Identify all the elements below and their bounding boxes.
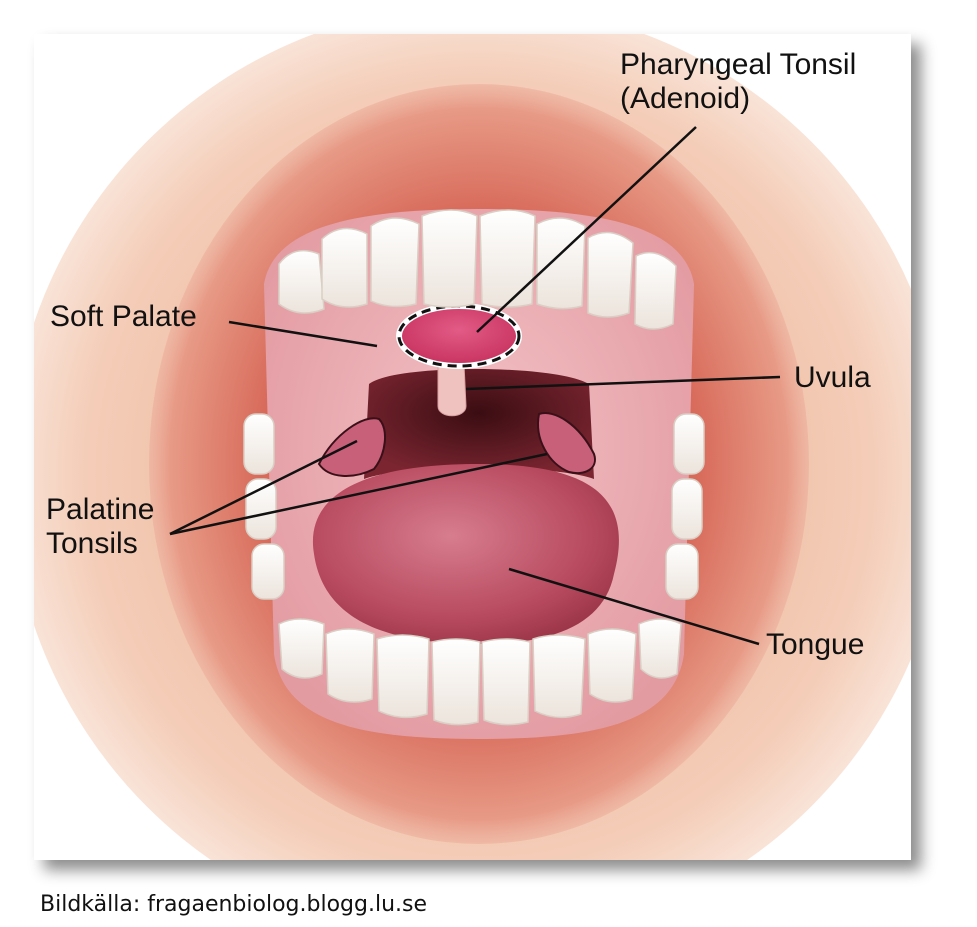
palatine-leader-line-right: [169, 452, 548, 536]
tongue-label: Tongue: [766, 628, 865, 661]
right-palatine-tonsil: [537, 412, 596, 474]
pharyngeal-leader-line: [476, 126, 697, 333]
pharyngeal-label-line2: (Adenoid): [620, 82, 751, 115]
throat-opening: [364, 369, 594, 479]
tongue: [312, 464, 619, 644]
pharyngeal-tonsil-label: Pharyngeal Tonsil (Adenoid): [620, 48, 856, 116]
palatine-label-line1: Palatine: [46, 493, 155, 526]
lower-teeth: [278, 618, 682, 726]
palatine-label-line2: Tonsils: [46, 527, 138, 560]
pharyngeal-label-line1: Pharyngeal Tonsil: [620, 48, 857, 81]
left-palatine-tonsil: [317, 417, 386, 477]
soft-palate-label: Soft Palate: [50, 300, 197, 333]
side-teeth: [243, 413, 705, 600]
palatine-leader-line-left: [169, 439, 358, 536]
leader-lines: [169, 126, 781, 646]
mouth-illustration: [34, 34, 911, 860]
illustration-frame: Pharyngeal Tonsil (Adenoid) Soft Palate …: [34, 34, 911, 860]
upper-teeth: [278, 209, 677, 330]
tongue-leader-line: [508, 567, 760, 646]
palatine-tonsils-label: Palatine Tonsils: [46, 493, 154, 561]
image-source-caption: Bildkälla: fragaenbiolog.blogg.lu.se: [40, 892, 427, 917]
uvula-leader-line: [465, 375, 781, 391]
uvula-label: Uvula: [794, 361, 871, 394]
soft-palate-leader-line: [228, 320, 378, 348]
